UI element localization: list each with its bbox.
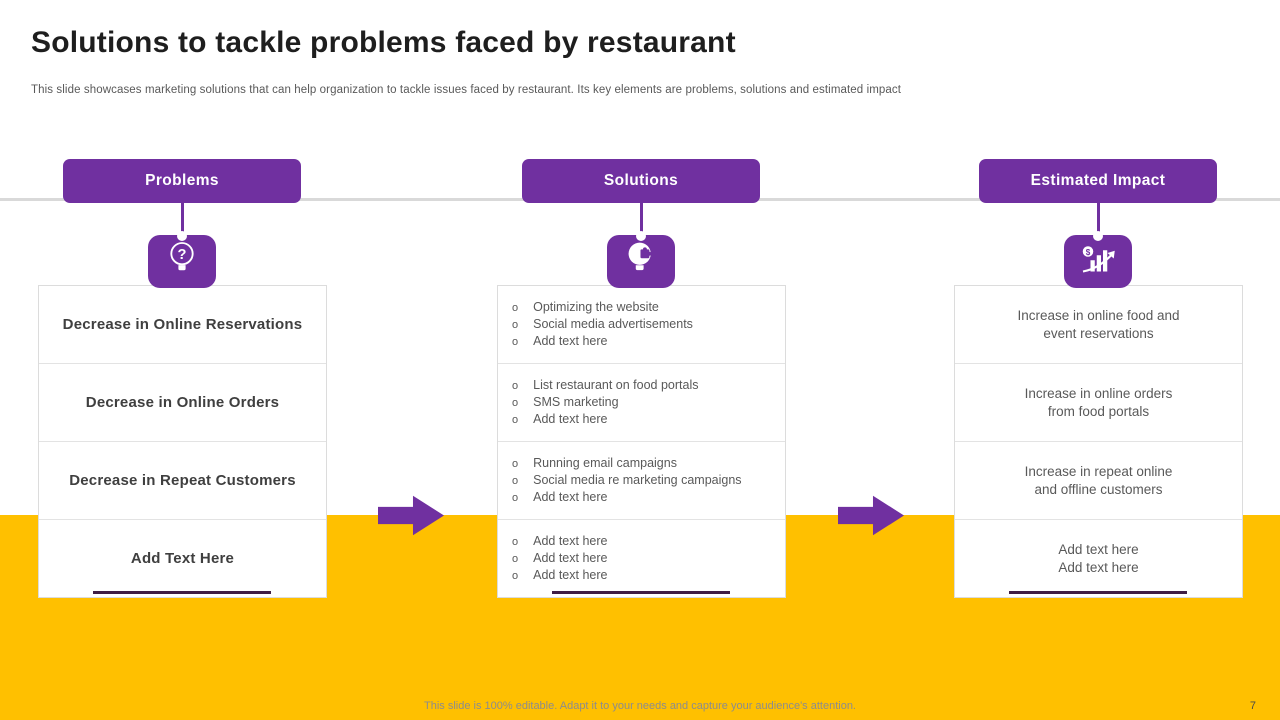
solutions-box-underline (552, 591, 730, 594)
cell-row: Add Text Here (39, 520, 326, 597)
bullet-text: List restaurant on food portals (533, 378, 699, 392)
solutions-header: Solutions (522, 159, 760, 203)
bullet-item: o Add text here (509, 333, 785, 350)
bullet-marker: o (512, 302, 519, 314)
bullet-item: o Add text here (509, 567, 785, 584)
question-mark-bulb-icon: ? (166, 239, 198, 284)
bullet-marker: o (512, 380, 519, 392)
cell-row: Add text here Add text here (955, 520, 1242, 597)
bullet-item: o Add text here (509, 533, 785, 550)
bullet-marker: o (512, 397, 519, 409)
bullet-marker: o (512, 475, 519, 487)
page-number: 7 (1249, 700, 1256, 712)
footer-note: This slide is 100% editable. Adapt it to… (424, 700, 856, 712)
bullet-marker: o (512, 553, 519, 565)
connector-line (181, 203, 184, 238)
column-estimated-impact: Estimated Impact $ Increase in onli (954, 0, 1243, 720)
problems-header: Problems (63, 159, 301, 203)
bullet-marker: o (512, 319, 519, 331)
bullet-text: Add text here (533, 568, 608, 582)
bullet-item: o Add text here (509, 550, 785, 567)
problems-header-label: Problems (145, 172, 219, 189)
connector-line (640, 203, 643, 238)
bullet-item: o Social media advertisements (509, 316, 785, 333)
cell-row: Decrease in Online Reservations (39, 286, 326, 364)
solutions-icon-tile (607, 235, 675, 288)
impact-box: Increase in online food and event reserv… (954, 285, 1243, 598)
cell-text: Increase in repeat online and offline cu… (1024, 463, 1173, 497)
solutions-header-label: Solutions (603, 172, 679, 189)
estimated-impact-header: Estimated Impact (979, 159, 1217, 203)
bullet-item: o Optimizing the website (509, 299, 785, 316)
connector-line (1097, 203, 1100, 238)
bullet-text: Add text here (533, 412, 608, 426)
bullet-text: Social media advertisements (533, 317, 693, 331)
bullet-text: Running email campaigns (533, 456, 677, 470)
svg-text:$: $ (1086, 248, 1091, 257)
svg-text:?: ? (178, 247, 187, 263)
cell-text: Decrease in Online Reservations (62, 316, 303, 333)
impact-icon-tile: $ (1064, 235, 1132, 288)
cell-text: Add Text Here (130, 550, 235, 567)
puzzle-bulb-icon (624, 239, 658, 284)
connector-dot (1093, 231, 1103, 241)
problems-icon-tile: ? (148, 235, 216, 288)
bullet-text: Add text here (533, 490, 608, 504)
cell-row: Increase in online food and event reserv… (955, 286, 1242, 364)
problems-box-underline (93, 591, 271, 594)
growth-bars-dollar-icon: $ (1078, 241, 1118, 282)
bullet-text: Add text here (533, 551, 608, 565)
bullet-text: Add text here (533, 334, 608, 348)
connector-dot (636, 231, 646, 241)
bullet-item: o Running email campaigns (509, 455, 785, 472)
cell-text: Increase in online food and event reserv… (1017, 307, 1180, 341)
bullet-text: Add text here (533, 534, 608, 548)
bullet-marker: o (512, 492, 519, 504)
cell-row: Increase in repeat online and offline cu… (955, 442, 1242, 520)
cell-row: Decrease in Repeat Customers (39, 442, 326, 520)
bullet-item: o Add text here (509, 489, 785, 506)
cell-text: Add text here Add text here (1058, 541, 1139, 575)
bullet-marker: o (512, 336, 519, 348)
bullet-text: Social media re marketing campaigns (533, 473, 742, 487)
bullet-item: o Add text here (509, 411, 785, 428)
impact-box-underline (1009, 591, 1187, 594)
bullet-item: o Social media re marketing campaigns (509, 472, 785, 489)
slide-subtitle: This slide showcases marketing solutions… (31, 84, 902, 96)
cell-text: Increase in online orders from food port… (1024, 385, 1173, 419)
bullet-text: SMS marketing (533, 395, 619, 409)
bullet-item: o SMS marketing (509, 394, 785, 411)
slide-title: Solutions to tackle problems faced by re… (31, 26, 736, 59)
column-problems: Problems ? Decrease in Online Reservatio… (38, 0, 327, 720)
cell-row: Increase in online orders from food port… (955, 364, 1242, 442)
cell-text: Decrease in Online Orders (85, 394, 280, 411)
bullet-marker: o (512, 570, 519, 582)
bullet-text: Optimizing the website (533, 300, 659, 314)
bullet-marker: o (512, 458, 519, 470)
connector-dot (177, 231, 187, 241)
bullet-marker: o (512, 414, 519, 426)
estimated-impact-header-label: Estimated Impact (1030, 172, 1166, 189)
cell-text: Decrease in Repeat Customers (69, 472, 296, 489)
cell-row: Decrease in Online Orders (39, 364, 326, 442)
bullet-item: o List restaurant on food portals (509, 377, 785, 394)
bullet-marker: o (512, 536, 519, 548)
